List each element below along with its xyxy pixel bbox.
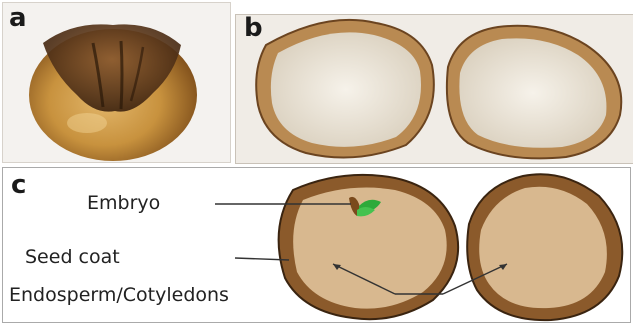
halved-seed-illustration — [236, 15, 633, 163]
panel-a-whole-seed-photo: a — [2, 2, 231, 163]
panel-c-seed-diagram: c Embryo Seed coat Endosperm/Cotyledons — [2, 167, 631, 323]
embryo-label: Embryo — [87, 194, 160, 213]
panel-b-halved-seed-photo: b — [235, 14, 633, 164]
whole-seed-illustration — [3, 3, 230, 162]
right-endosperm — [479, 187, 607, 308]
endosperm-cotyledons-label: Endosperm/Cotyledons — [9, 286, 229, 305]
left-seed-endosperm — [271, 32, 421, 146]
seed-coat-label: Seed coat — [25, 248, 120, 267]
panel-c-letter: c — [11, 172, 26, 198]
panel-a-letter: a — [9, 5, 27, 31]
panel-b-letter: b — [244, 15, 263, 41]
